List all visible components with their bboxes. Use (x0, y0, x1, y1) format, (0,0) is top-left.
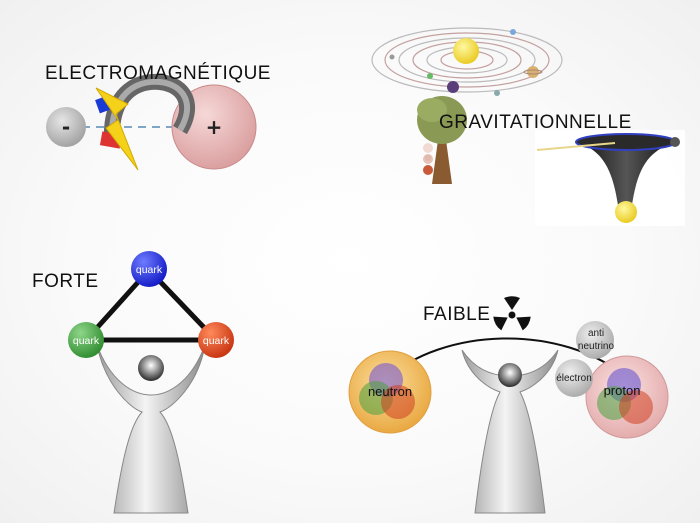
strong-title: FORTE (32, 271, 99, 292)
weak-title: FAIBLE (423, 304, 490, 325)
antineutrino (576, 321, 614, 359)
electron-label: électron (556, 373, 592, 384)
neutron-label: neutron (368, 384, 412, 399)
proton (585, 355, 669, 439)
tree-icon (417, 96, 467, 184)
quark-red (198, 322, 234, 358)
electromagnetic-title: ELECTROMAGNÉTIQUE (45, 63, 271, 84)
solar-system-icon (371, 27, 563, 96)
sun-icon (453, 38, 479, 64)
quark-green (68, 322, 104, 358)
negative-charge-label: - (62, 115, 70, 139)
electromagnetic-panel: - + ELECTROMAGNÉTIQUE (45, 63, 271, 171)
quark-green-label: quark (73, 335, 100, 347)
radiation-icon (493, 296, 531, 331)
strong-panel: quark quark quark FORTE (32, 251, 234, 514)
electron (555, 359, 593, 397)
figure-icon (461, 349, 559, 514)
positive-charge-label: + (206, 115, 223, 139)
antineutrino-label-line2: neutrino (578, 341, 615, 352)
antineutrino-label-line1: anti (588, 328, 604, 339)
quark-red-label: quark (203, 335, 230, 347)
neutron (348, 350, 432, 434)
lightning-icon (95, 87, 139, 171)
gravitational-title: GRAVITATIONNELLE (439, 112, 632, 133)
figure-icon (96, 344, 206, 514)
gravity-well-icon (535, 130, 685, 226)
weak-panel: neutron proton anti neutrino électron FA… (348, 296, 669, 514)
quark-blue (131, 251, 167, 287)
quark-blue-label: quark (136, 264, 163, 276)
gluon-bonds (83, 267, 219, 343)
proton-label: proton (604, 383, 641, 398)
negative-charge (46, 107, 86, 147)
gravitational-panel: GRAVITATIONNELLE (371, 27, 685, 226)
